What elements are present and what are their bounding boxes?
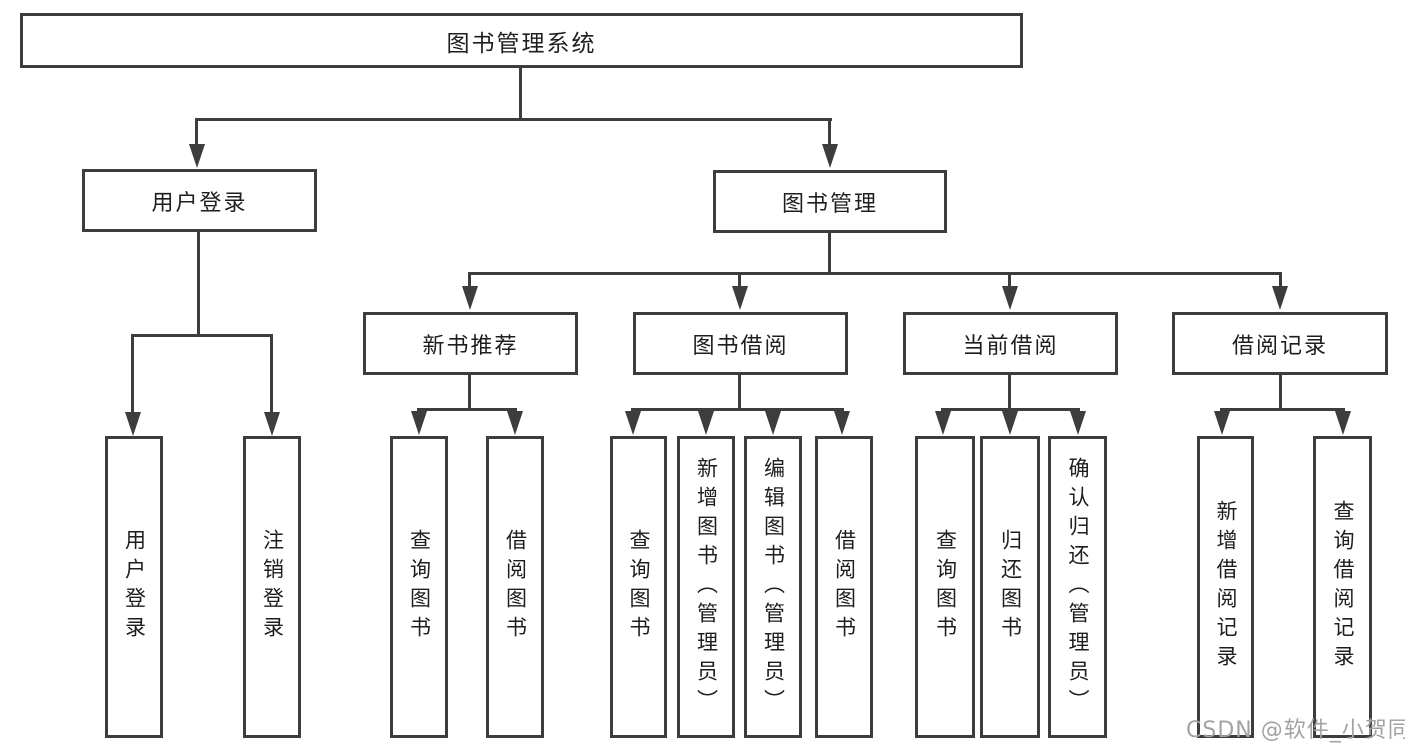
connector-user-login-stem — [197, 232, 200, 336]
leaf-borrow-book-recommend: 借阅图书 — [486, 436, 544, 738]
node-book-borrow: 图书借阅 — [633, 312, 848, 375]
connector-drop-book-management — [828, 118, 831, 146]
node-label: 新增借阅记录 — [1214, 500, 1238, 674]
leaf-query-book-borrow: 查询图书 — [610, 436, 667, 738]
node-label: 用户登录 — [151, 190, 248, 216]
node-label: 图书管理 — [781, 191, 878, 217]
arrow-down-icon — [1002, 411, 1018, 435]
node-label: 用户登录 — [122, 529, 147, 645]
node-label: 当前借阅 — [962, 333, 1059, 359]
node-label: 借阅图书 — [503, 529, 528, 645]
node-label: 查询图书 — [933, 529, 958, 645]
leaf-add-borrow-record: 新增借阅记录 — [1197, 436, 1254, 738]
arrow-down-icon — [1272, 286, 1288, 310]
node-current-borrow: 当前借阅 — [903, 312, 1118, 375]
connector-drop-current-borrow — [1008, 272, 1011, 288]
leaf-query-book-current: 查询图书 — [915, 436, 975, 738]
leaf-return-book: 归还图书 — [980, 436, 1040, 738]
connector-drop-borrow-records — [1279, 272, 1282, 288]
connector-level3-bar — [468, 272, 1282, 275]
arrow-down-icon — [822, 144, 838, 168]
node-label: 归还图书 — [998, 529, 1023, 645]
leaf-edit-book-admin: 编辑图书（管理员） — [744, 436, 802, 738]
node-book-management: 图书管理 — [713, 170, 947, 233]
node-label: 编辑图书（管理员） — [761, 456, 786, 718]
arrow-down-icon — [1070, 411, 1086, 435]
leaf-user-login: 用户登录 — [105, 436, 163, 738]
connector-book-management-stem — [828, 233, 831, 275]
node-new-book-recommend: 新书推荐 — [363, 312, 578, 375]
connector-level2-bar — [195, 118, 832, 121]
arrow-down-icon — [125, 412, 141, 436]
arrow-down-icon — [462, 286, 478, 310]
arrow-down-icon — [834, 411, 850, 435]
csdn-watermark: CSDN @软件_小贺同学 — [1186, 718, 1405, 743]
leaf-confirm-return-admin: 确认归还（管理员） — [1048, 436, 1107, 738]
leaf-logout-login: 注销登录 — [243, 436, 301, 738]
node-label: 借阅记录 — [1231, 333, 1328, 359]
connector-book-borrow-stem — [738, 375, 741, 411]
arrow-down-icon — [1214, 411, 1230, 435]
arrow-down-icon — [935, 411, 951, 435]
leaf-borrow-book: 借阅图书 — [815, 436, 873, 738]
connector-drop-book-borrow — [738, 272, 741, 288]
arrow-down-icon — [507, 411, 523, 435]
node-borrow-records: 借阅记录 — [1172, 312, 1388, 375]
connector-root-stem — [519, 66, 522, 120]
connector-drop-leaf-logout — [270, 334, 273, 414]
connector-new-book-bar — [417, 408, 517, 411]
connector-drop-user-login — [195, 118, 198, 146]
arrow-down-icon — [189, 144, 205, 168]
connector-borrow-records-bar — [1220, 408, 1345, 411]
node-user-login: 用户登录 — [82, 169, 317, 232]
connector-current-borrow-stem — [1008, 375, 1011, 411]
node-label: 查询图书 — [407, 529, 432, 645]
arrow-down-icon — [264, 412, 280, 436]
connector-current-borrow-bar — [941, 408, 1080, 411]
arrow-down-icon — [411, 411, 427, 435]
node-label: 查询借阅记录 — [1331, 500, 1355, 674]
node-label: 新增图书（管理员） — [694, 456, 719, 718]
node-label: 注销登录 — [260, 529, 285, 645]
node-library-system: 图书管理系统 — [20, 13, 1023, 68]
connector-new-book-stem — [468, 375, 471, 411]
arrow-down-icon — [1335, 411, 1351, 435]
node-label: 图书借阅 — [692, 333, 789, 359]
arrow-down-icon — [732, 286, 748, 310]
connector-user-login-bar — [131, 334, 273, 337]
arrow-down-icon — [1002, 286, 1018, 310]
node-label: 借阅图书 — [832, 529, 857, 645]
node-label: 图书管理系统 — [446, 30, 597, 57]
arrow-down-icon — [765, 411, 781, 435]
arrow-down-icon — [625, 411, 641, 435]
connector-book-borrow-bar — [631, 408, 844, 411]
connector-drop-leaf-user-login — [131, 334, 134, 414]
connector-borrow-records-stem — [1279, 375, 1282, 411]
node-label: 新书推荐 — [422, 333, 519, 359]
leaf-query-book-recommend: 查询图书 — [390, 436, 448, 738]
arrow-down-icon — [698, 411, 714, 435]
leaf-query-borrow-record: 查询借阅记录 — [1313, 436, 1372, 738]
node-label: 确认归还（管理员） — [1066, 456, 1090, 718]
node-label: 查询图书 — [627, 529, 651, 645]
leaf-add-book-admin: 新增图书（管理员） — [677, 436, 735, 738]
connector-drop-new-book — [468, 272, 471, 288]
